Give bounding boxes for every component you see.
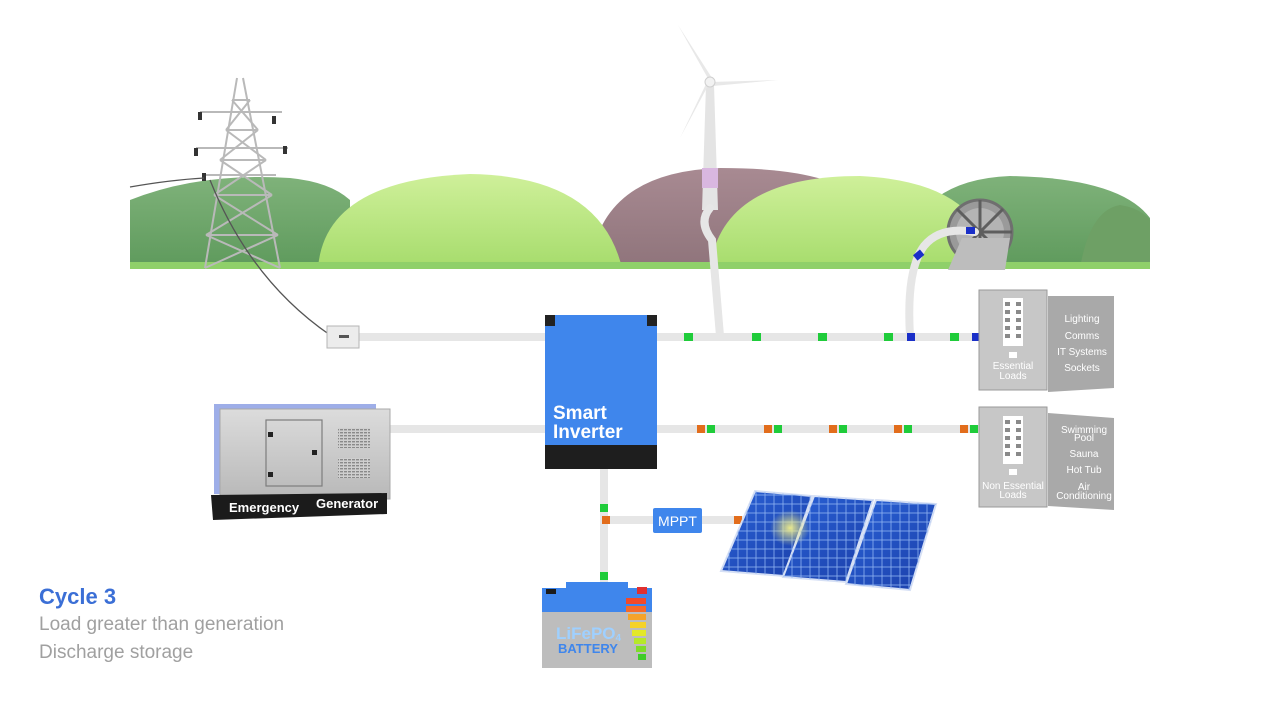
battery-brand-line1: LiFePO4 — [556, 624, 622, 644]
tower-cable — [129, 177, 331, 336]
essential-loads-panel: Essential Loads Lighting Comms IT System… — [978, 289, 1114, 392]
essential-load-comms: Comms — [1065, 331, 1099, 342]
hill-back-left — [130, 176, 350, 268]
smart-inverter: Smart Inverter — [545, 315, 657, 469]
non-essential-load-pool: Pool — [1074, 433, 1094, 444]
essential-load-sockets: Sockets — [1064, 363, 1100, 374]
cycle-description-line2: Discharge storage — [39, 642, 194, 663]
non-essential-load-hot-tub: Hot Tub — [1066, 465, 1101, 476]
flow-markers — [600, 227, 980, 580]
essential-flow-green — [684, 333, 959, 341]
wind-turbine — [678, 25, 778, 210]
generator-label-right: Generator — [316, 496, 378, 511]
mppt-controller: MPPT — [653, 508, 702, 533]
cycle-description-line1: Load greater than generation — [39, 614, 285, 635]
cycle-caption: Cycle 3 Load greater than generation Dis… — [39, 584, 284, 664]
non-essential-load-swimming: Swimming — [1061, 425, 1107, 436]
inverter-label-line2: Inverter — [553, 422, 623, 443]
battery-flow — [600, 504, 742, 580]
essential-load-lighting: Lighting — [1064, 314, 1099, 325]
battery-charge-indicator — [626, 598, 646, 660]
essential-loads-label-line2: Loads — [999, 371, 1026, 382]
essential-flow-blue — [907, 227, 980, 341]
essential-load-it-systems: IT Systems — [1057, 347, 1107, 358]
hill-small-right — [1080, 205, 1150, 268]
hydro-cable — [905, 226, 979, 340]
solar-panels — [719, 489, 938, 592]
essential-loads-label-line1: Essential — [993, 361, 1034, 372]
ground-strip — [130, 262, 1150, 269]
sun-reflection — [770, 510, 810, 546]
non-essential-flow — [697, 425, 978, 433]
mppt-label: MPPT — [658, 513, 697, 529]
non-essential-load-air: Air — [1078, 482, 1091, 493]
grid-connection-box — [326, 325, 360, 349]
non-essential-loads-label-line2: Loads — [999, 490, 1026, 501]
lifepo4-battery: LiFePO4 BATTERY — [542, 582, 652, 668]
inverter-label-line1: Smart — [553, 403, 608, 424]
transmission-tower — [194, 77, 288, 269]
water-wheel — [946, 198, 1014, 270]
emergency-generator: Emergency Generator — [211, 404, 391, 520]
non-essential-load-sauna: Sauna — [1070, 449, 1099, 460]
hill-lime-left — [318, 174, 622, 268]
non-essential-load-conditioning: Conditioning — [1056, 491, 1112, 502]
battery-brand-line2: BATTERY — [558, 641, 618, 656]
turbine-cable — [700, 204, 724, 340]
non-essential-loads-panel: Non Essential Loads Swimming Pool Sauna … — [978, 406, 1114, 510]
non-essential-loads-label-line1: Non Essential — [982, 481, 1044, 492]
solar-panel-3 — [844, 498, 938, 592]
cycle-title: Cycle 3 — [39, 584, 117, 609]
generator-label-left: Emergency — [229, 500, 300, 515]
